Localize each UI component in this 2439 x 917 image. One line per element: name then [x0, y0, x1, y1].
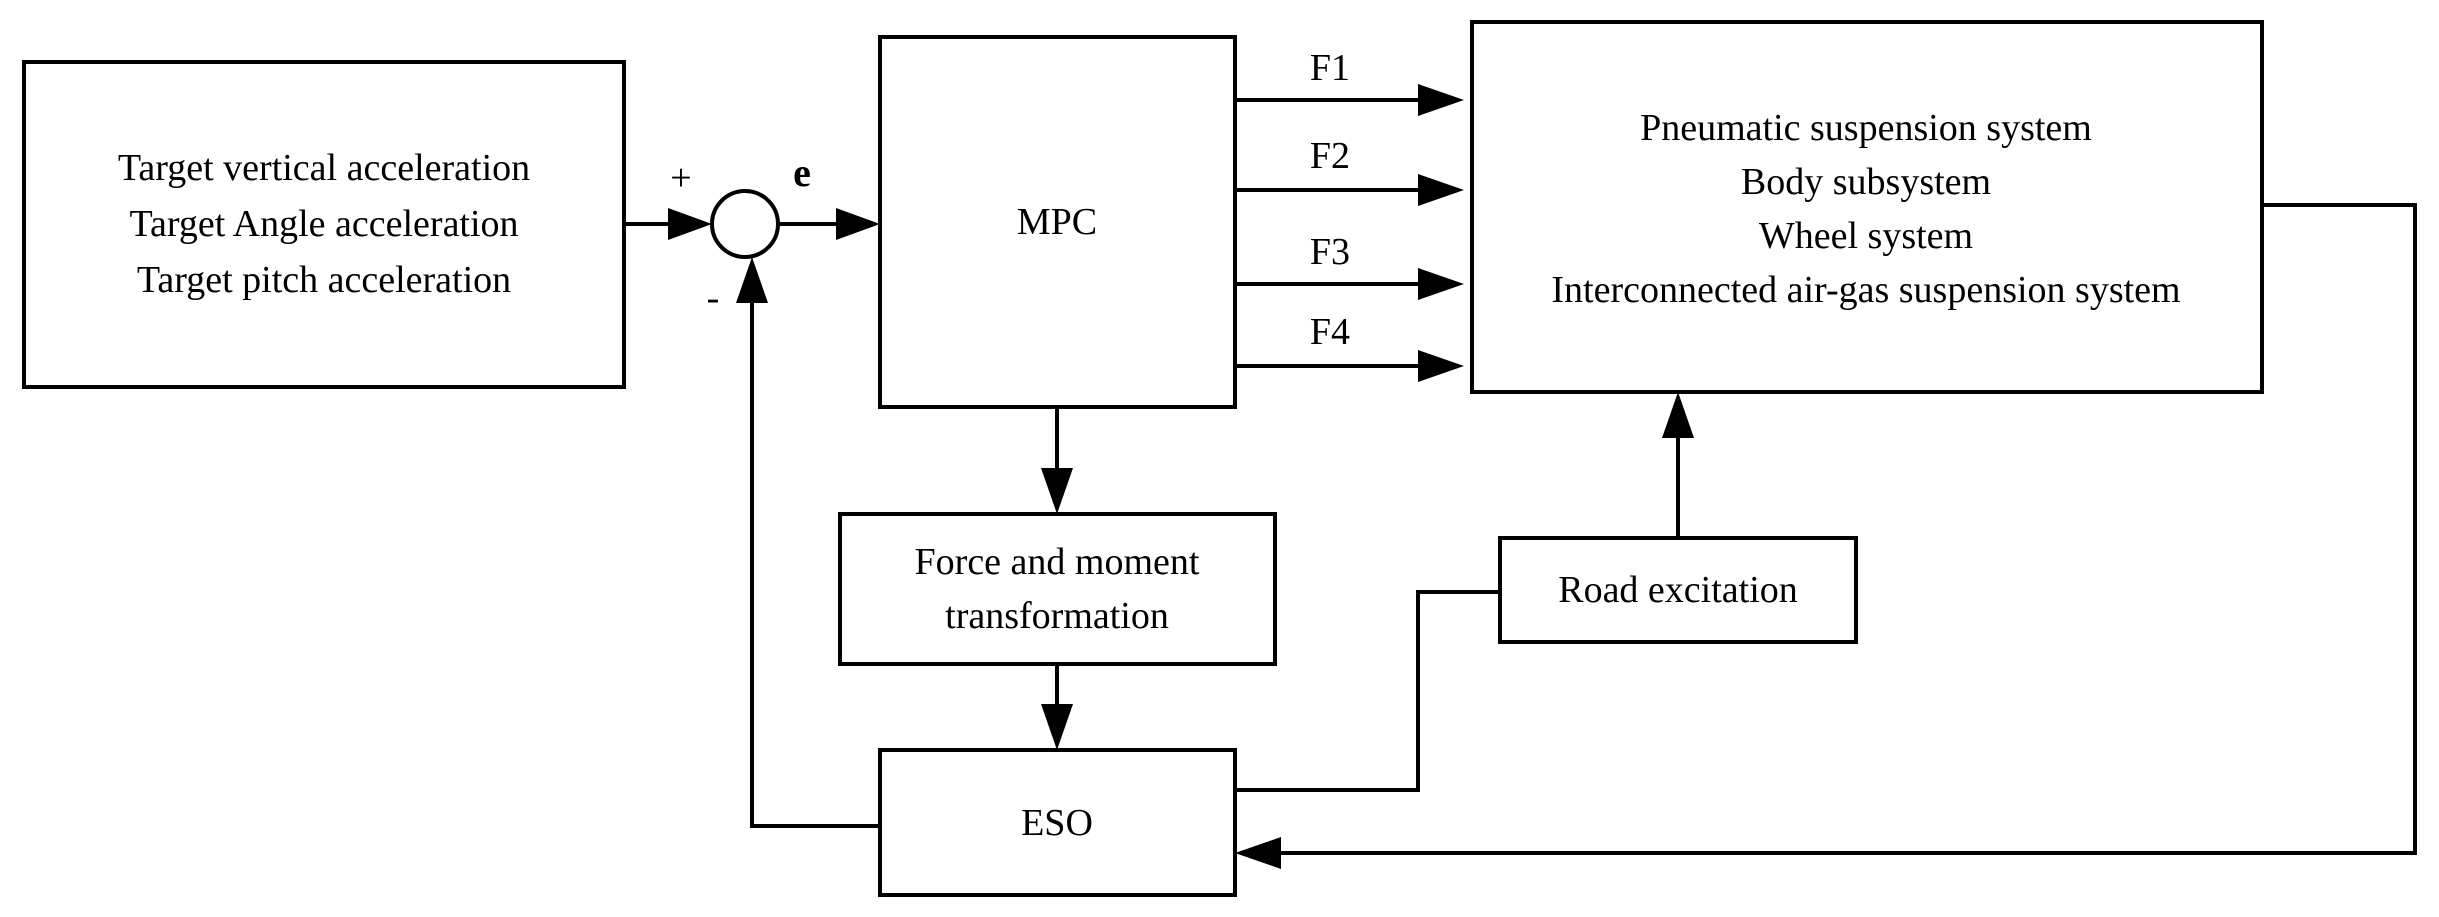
target-block-frame	[22, 60, 626, 389]
junction-to-mpc-arrow	[778, 208, 880, 240]
transform-line-1: Force and moment	[915, 541, 1200, 583]
plant-line-interconnected: Interconnected air-gas suspension system	[1551, 269, 2180, 311]
plant-block-frame	[1470, 20, 2264, 394]
road-excitation-block: Road excitation	[1498, 536, 1858, 644]
summing-junction: + - e	[670, 150, 811, 319]
force-label-f3: F3	[1310, 231, 1350, 273]
transform-line-2: transformation	[945, 595, 1169, 637]
target-line-pitch: Target pitch acceleration	[137, 259, 511, 301]
force-label-f4: F4	[1310, 311, 1350, 353]
force-output-f2: F2	[1235, 135, 1464, 206]
mpc-label: MPC	[1017, 201, 1097, 243]
force-label-f1: F1	[1310, 47, 1350, 89]
road-excitation-label: Road excitation	[1558, 569, 1798, 611]
force-output-f3: F3	[1235, 231, 1464, 300]
plant-block: Pneumatic suspension system Body subsyst…	[1470, 20, 2264, 394]
mpc-block: MPC	[878, 35, 1237, 409]
force-output-f4: F4	[1235, 311, 1464, 382]
plant-line-body: Body subsystem	[1741, 161, 1991, 203]
road-to-plant-arrow	[1662, 392, 1694, 538]
target-block: Target vertical acceleration Target Angl…	[22, 60, 626, 389]
plus-sign: +	[670, 157, 691, 199]
mpc-to-transform-arrow	[1041, 407, 1073, 514]
error-label: e	[793, 150, 811, 195]
eso-block-frame	[878, 748, 1237, 897]
eso-to-junction-arrow	[736, 257, 880, 828]
transform-block: Force and moment transformation	[838, 512, 1277, 666]
target-line-angle: Target Angle acceleration	[129, 203, 518, 245]
plant-line-pneumatic: Pneumatic suspension system	[1640, 107, 2092, 149]
eso-label: ESO	[1021, 802, 1093, 844]
target-to-junction-arrow	[624, 208, 712, 240]
road-excitation-frame	[1498, 536, 1858, 644]
eso-block: ESO	[878, 748, 1237, 897]
force-label-f2: F2	[1310, 135, 1350, 177]
summing-junction-circle	[710, 189, 780, 259]
minus-sign: -	[707, 277, 720, 319]
road-to-eso-line	[1235, 590, 1500, 792]
force-output-f1: F1	[1235, 47, 1464, 116]
plant-feedback-arrow	[1235, 203, 2417, 869]
mpc-block-frame	[878, 35, 1237, 409]
target-line-vertical: Target vertical acceleration	[118, 147, 530, 189]
transform-to-eso-arrow	[1041, 664, 1073, 750]
transform-block-frame	[838, 512, 1277, 666]
plant-line-wheel: Wheel system	[1759, 215, 1973, 257]
